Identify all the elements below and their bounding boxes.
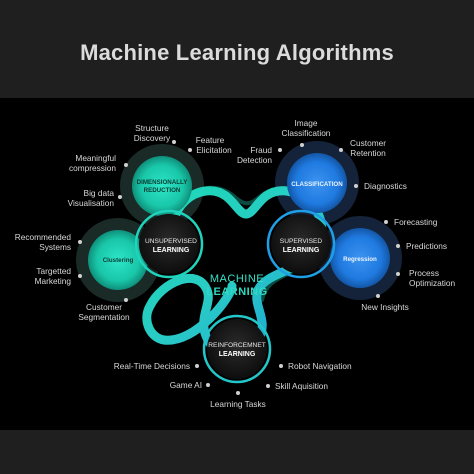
label-diagnostics: Diagnostics [364, 181, 407, 191]
reinforcement-node [207, 319, 267, 379]
dot-structure-discovery [172, 140, 176, 144]
supervised-ring [266, 209, 336, 279]
unsupervised-label-2: LEARNING [153, 247, 190, 254]
label-customer-retention-1: Customer [350, 138, 386, 148]
dot-big-data [118, 195, 122, 199]
dot-customer-retention [339, 148, 343, 152]
label-big-data-2: Visualisation [68, 198, 115, 208]
label-recommended-systems-2: Systems [39, 242, 71, 252]
classification-node [287, 153, 347, 213]
dot-feature-elicitation [188, 148, 192, 152]
classification-label: CLASSIFICATION [291, 181, 343, 188]
unsupervised-ring [134, 209, 204, 279]
reinforcement-ring [202, 314, 272, 384]
dot-process-optimization [396, 272, 400, 276]
supervised-label-2: LEARNING [283, 247, 320, 254]
label-process-optimization-2: Optimization [409, 278, 455, 288]
label-customer-segmentation-2: Segmentation [78, 312, 130, 322]
dot-forecasting [384, 220, 388, 224]
label-feature-elicitation-1: Feature [196, 135, 225, 145]
label-feature-elicitation-2: Elicitation [196, 145, 232, 155]
dimensionality-label-1: DIMENSIONALLY [137, 179, 189, 186]
dot-predictions [396, 244, 400, 248]
dot-recommended-systems [78, 240, 82, 244]
label-forecasting: Forecasting [394, 217, 438, 227]
center-label-2: LEARNING [206, 286, 267, 298]
label-robot-navigation: Robot Navigation [288, 361, 352, 371]
supervised-label-1: SUPERVISED [280, 238, 323, 245]
label-customer-segmentation-1: Customer [86, 302, 122, 312]
label-fraud-detection-1: Fraud [250, 145, 272, 155]
clustering-node [88, 230, 148, 290]
dot-image-classification [300, 143, 304, 147]
label-structure-discovery-2: Discovery [134, 133, 171, 143]
clustering-label: Clustering [103, 257, 134, 264]
label-recommended-systems-1: Recommended [15, 232, 72, 242]
reinforcement-label-1: REINFORCEMNET [208, 342, 266, 349]
page-title: Machine Learning Algorithms [80, 40, 394, 65]
label-customer-retention-2: Retention [350, 148, 386, 158]
dimensionality-node [132, 156, 192, 216]
label-meaningful-compression-2: compression [69, 163, 116, 173]
dot-diagnostics [354, 184, 358, 188]
connector-dots [78, 140, 400, 395]
label-game-ai: Game AI [170, 380, 202, 390]
label-fraud-detection-2: Detection [237, 155, 272, 165]
unsupervised-label-1: UNSUPERVISED [145, 238, 197, 245]
dimensionality-label-2: REDUCTION [144, 187, 181, 194]
label-big-data-1: Big data [84, 188, 115, 198]
label-learning-tasks: Learning Tasks [210, 399, 266, 409]
label-predictions: Predictions [406, 241, 447, 251]
label-new-insights: New Insights [361, 302, 409, 312]
dot-meaningful-compression [124, 163, 128, 167]
dot-game-ai [206, 383, 210, 387]
label-skill-aquisition: Skill Aquisition [275, 381, 328, 391]
dot-new-insights [376, 294, 380, 298]
dot-real-time [195, 364, 199, 368]
label-image-classification-2: Classification [282, 128, 331, 138]
label-targetted-marketing-1: Targetted [36, 266, 71, 276]
regression-label: Regression [343, 256, 377, 263]
regression-node [330, 228, 390, 288]
label-real-time-decisions: Real-Time Decisions [114, 361, 190, 371]
center-label-1: MACHINE [210, 273, 264, 285]
reinforcement-label-2: LEARNING [219, 351, 256, 358]
label-structure-discovery-1: Structure [135, 123, 169, 133]
dot-robot-navigation [279, 364, 283, 368]
dot-fraud-detection [278, 148, 282, 152]
unsupervised-node [139, 214, 199, 274]
label-image-classification-1: Image [294, 118, 317, 128]
supervised-node [271, 214, 331, 274]
label-process-optimization-1: Process [409, 268, 439, 278]
label-meaningful-compression-1: Meaningful [75, 153, 116, 163]
label-targetted-marketing-2: Marketing [35, 276, 72, 286]
dot-learning-tasks [236, 391, 240, 395]
learning-loop [142, 186, 326, 360]
dot-targetted-marketing [78, 274, 82, 278]
dot-customer-segmentation [124, 298, 128, 302]
dot-skill-aquisition [266, 384, 270, 388]
